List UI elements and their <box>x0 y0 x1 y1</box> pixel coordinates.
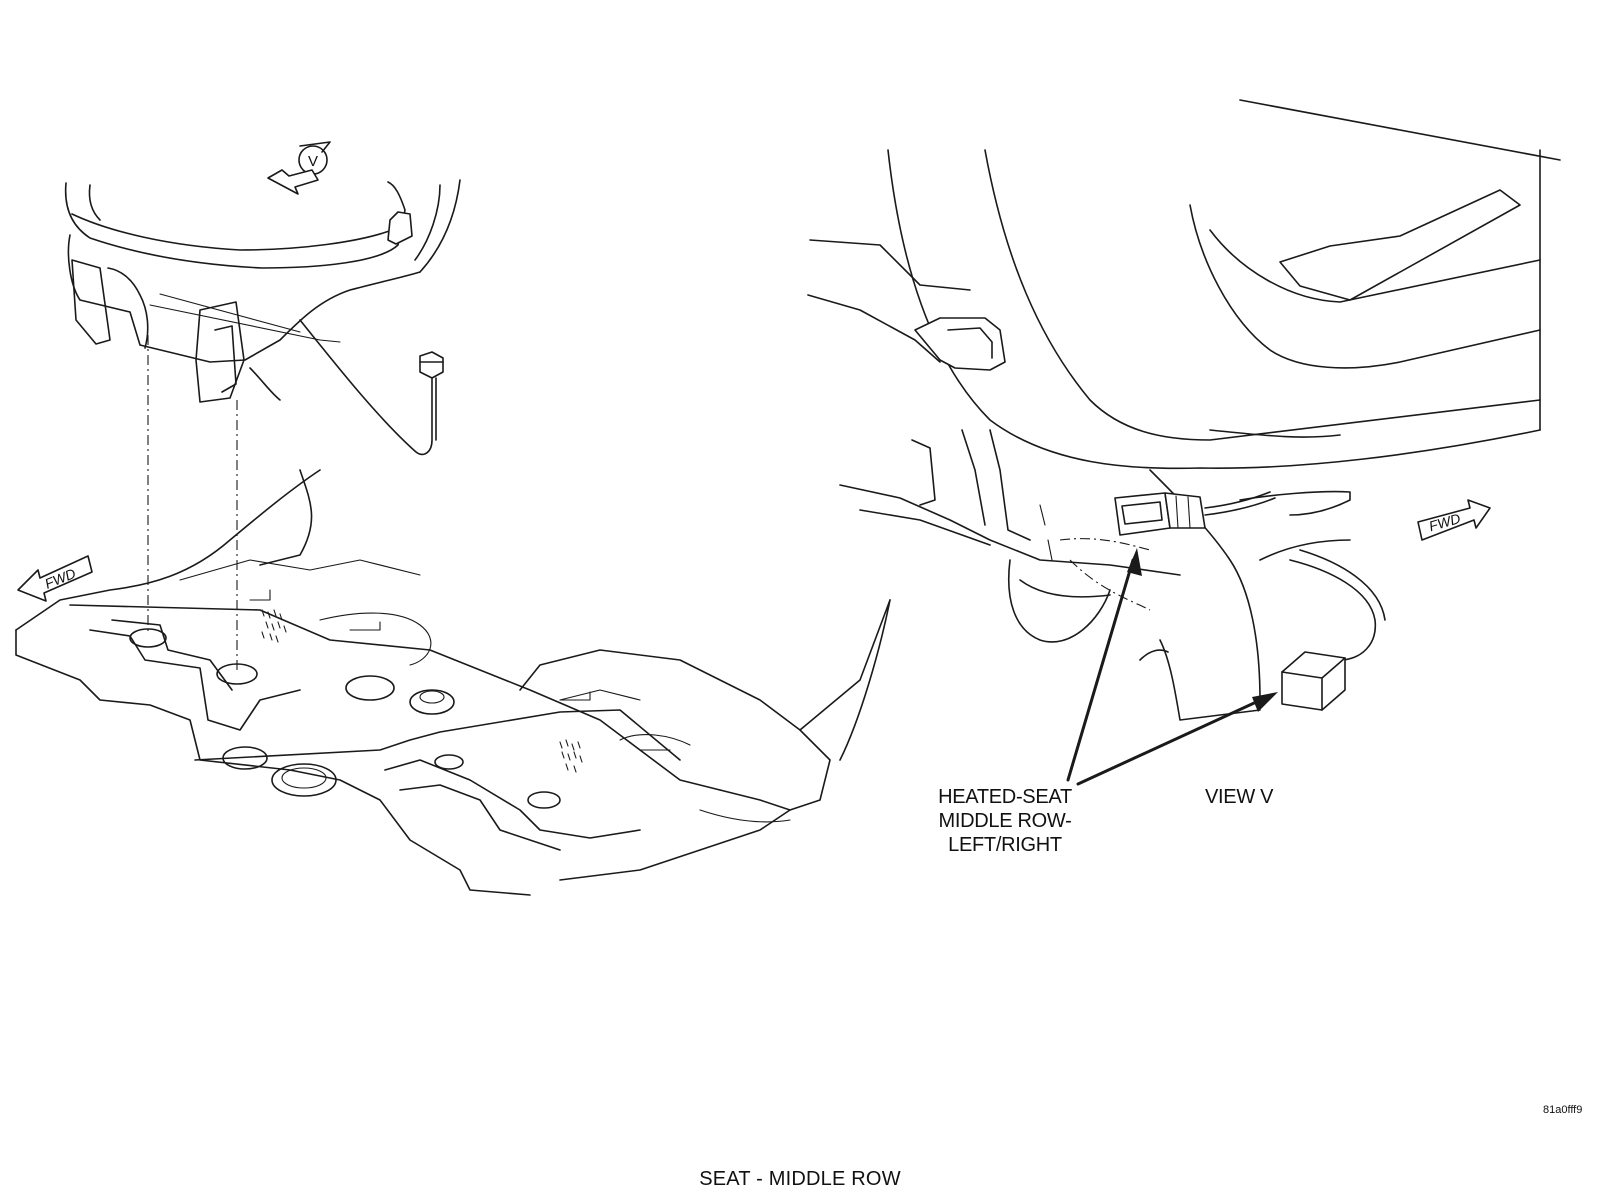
callout-line-3: LEFT/RIGHT <box>948 834 1062 856</box>
view-v-marker-letter: V <box>308 153 318 170</box>
fwd-arrow-left: FWD <box>17 555 93 602</box>
heated-seat-connector <box>1114 491 1276 536</box>
callout-line-2: MIDDLE ROW- <box>938 810 1072 832</box>
figure-code: 81a0fff9 <box>1543 1104 1583 1116</box>
right-illustration: FWD <box>807 99 1561 786</box>
seat-side-view <box>887 99 1561 470</box>
callout-arrows <box>1066 548 1278 786</box>
seat-cushion <box>64 179 461 403</box>
fwd-left-text: FWD <box>42 565 78 592</box>
floor-trim <box>839 429 1386 721</box>
callout-line-1: HEATED-SEAT <box>938 786 1072 808</box>
figure-caption: SEAT - MIDDLE ROW <box>699 1168 901 1190</box>
fwd-arrow-right: FWD <box>1417 499 1491 541</box>
seat-side-bracket <box>807 239 1006 371</box>
seat-harness-connector <box>1281 651 1346 711</box>
left-illustration: V <box>15 141 891 896</box>
heated-seat-connector-label: HEATED-SEAT MIDDLE ROW- LEFT/RIGHT <box>925 785 1085 857</box>
view-v-marker: V <box>267 141 331 195</box>
floor-pan <box>15 469 891 896</box>
view-v-label: VIEW V <box>1205 786 1274 808</box>
mounting-nut <box>299 319 444 456</box>
